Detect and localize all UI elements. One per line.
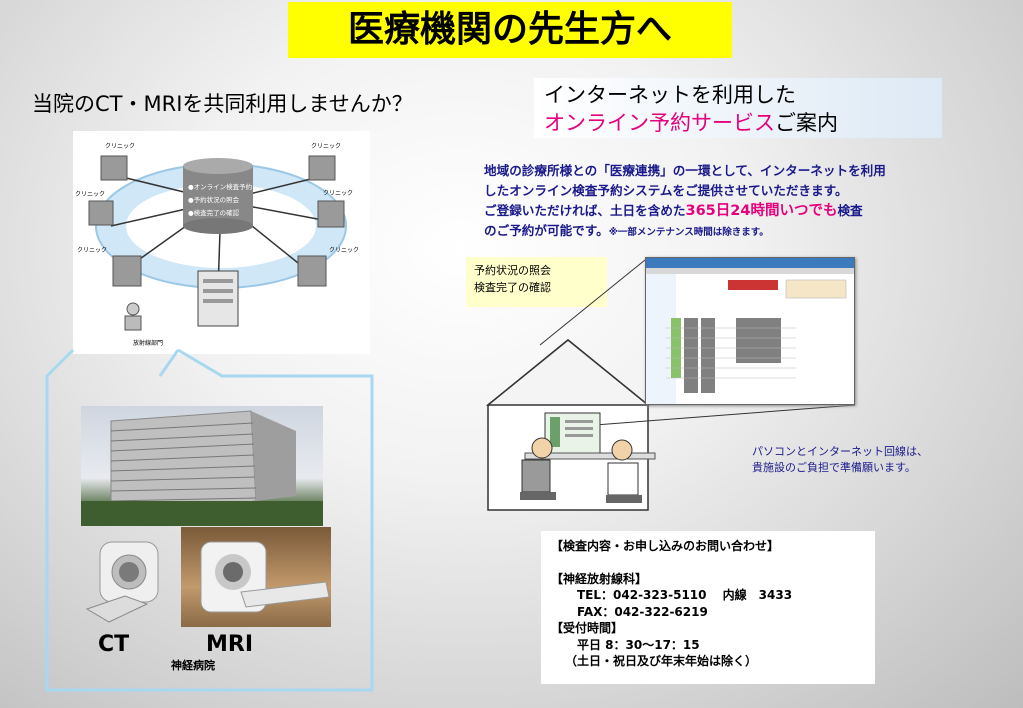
contact-tel: TEL：042-323-5110 内線 3433 [577, 588, 793, 602]
desc-line3: ご登録いただければ、土日を含めた365日24時間いつでも検査 [484, 201, 944, 221]
contact-hours: 平日 8：30～17：15 [577, 637, 700, 652]
network-diagram-svg: ●オンライン検査予約 ●予約状況の照会 ●検査完了の確認 クリニック クリニック… [75, 143, 359, 347]
contact-box: 【検査内容・お申し込みのお問い合わせ】 【神経放射線科】 TEL：042-323… [541, 531, 875, 684]
service-description: 地域の診療所様との「医療連携」の一環として、インターネットを利用 したオンライン… [484, 161, 944, 243]
contact-fax: FAX：042-322-6219 [577, 604, 708, 619]
reservation-system-screenshot [645, 257, 855, 405]
desc-line3-highlight: 365日24時間いつでも [685, 203, 838, 219]
yellow-note-line1: 予約状況の照会 [474, 264, 551, 277]
desc-line4-note: ※一部メンテナンス時間は除きます。 [608, 227, 769, 238]
doctor-left-icon [520, 437, 556, 500]
page-title: 医療機関の先生方へ [288, 2, 732, 58]
operator-person-icon [124, 302, 142, 331]
contact-heading: 【検査内容・お申し込みのお問い合わせ】 [551, 539, 780, 553]
monitor-icon [524, 412, 656, 460]
doctor-right-icon [606, 439, 642, 503]
server-item-2: ●予約状況の照会 [188, 195, 240, 204]
desc-line4: のご予約が可能です。※一部メンテナンス時間は除きます。 [484, 221, 944, 243]
online-line1: インターネットを利用した [544, 83, 796, 107]
clinic-label-6: クリニック [329, 247, 359, 254]
office-illustration [485, 259, 856, 511]
desc-line2: したオンライン検査予約システムをご提供させていただきます。 [484, 183, 848, 198]
desc-line1: 地域の診療所様との「医療連携」の一環として、インターネットを利用 [484, 163, 886, 178]
question-text: 当院のCT・MRIを共同利用しませんか？ [32, 92, 413, 116]
hospital-photo [81, 406, 323, 526]
clinic-label-4: クリニック [323, 190, 353, 197]
clinic-label-1: クリニック [105, 143, 135, 150]
pc-requirement-note: パソコンとインターネット回線は、 貴施設のご負担で準備願います。 [752, 444, 928, 476]
server-item-1: ●オンライン検査予約 [188, 182, 253, 191]
online-rest: ご案内 [775, 111, 838, 135]
desc-line3-a: ご登録いただければ、土日を含めた [484, 203, 686, 218]
online-line2: オンライン予約サービスご案内 [544, 109, 942, 137]
status-query-note: 予約状況の照会 検査完了の確認 [466, 257, 607, 307]
mri-label: MRI [206, 632, 254, 657]
ct-label: CT [98, 632, 130, 657]
online-highlight: オンライン予約サービス [544, 111, 775, 135]
clinic-label-3: クリニック [75, 191, 105, 198]
contact-hours-note: （土日・祝日及び年末年始は除く） [565, 654, 758, 668]
clinic-label-5: クリニック [77, 247, 107, 254]
server-item-3: ●検査完了の確認 [188, 208, 240, 217]
pc-note-line2: 貴施設のご負担で準備願います。 [752, 461, 916, 474]
contact-hours-heading: 【受付時間】 [551, 621, 624, 635]
ct-scanner-photo [85, 534, 171, 626]
online-service-banner: インターネットを利用した オンライン予約サービスご案内 [534, 78, 942, 138]
server-cylinder-icon [183, 158, 253, 234]
yellow-note-line2: 検査完了の確認 [474, 281, 551, 294]
department-label: 放射線部門 [133, 339, 163, 347]
desc-line3-b: 検査 [837, 203, 863, 218]
pc-note-line1: パソコンとインターネット回線は、 [752, 445, 928, 458]
hospital-building-icon [197, 270, 239, 327]
clinic-labels: クリニック クリニック クリニック クリニック クリニック クリニック [75, 143, 359, 254]
hospital-name-label: 神経病院 [171, 659, 215, 672]
clinic-label-2: クリニック [311, 143, 341, 150]
network-diagram: ●オンライン検査予約 ●予約状況の照会 ●検査完了の確認 クリニック クリニック… [73, 131, 370, 354]
contact-dept: 【神経放射線科】 [551, 571, 648, 586]
clinic-building-icons [88, 155, 345, 287]
mri-photo [181, 527, 331, 627]
desc-line4-text: のご予約が可能です。 [484, 223, 609, 238]
